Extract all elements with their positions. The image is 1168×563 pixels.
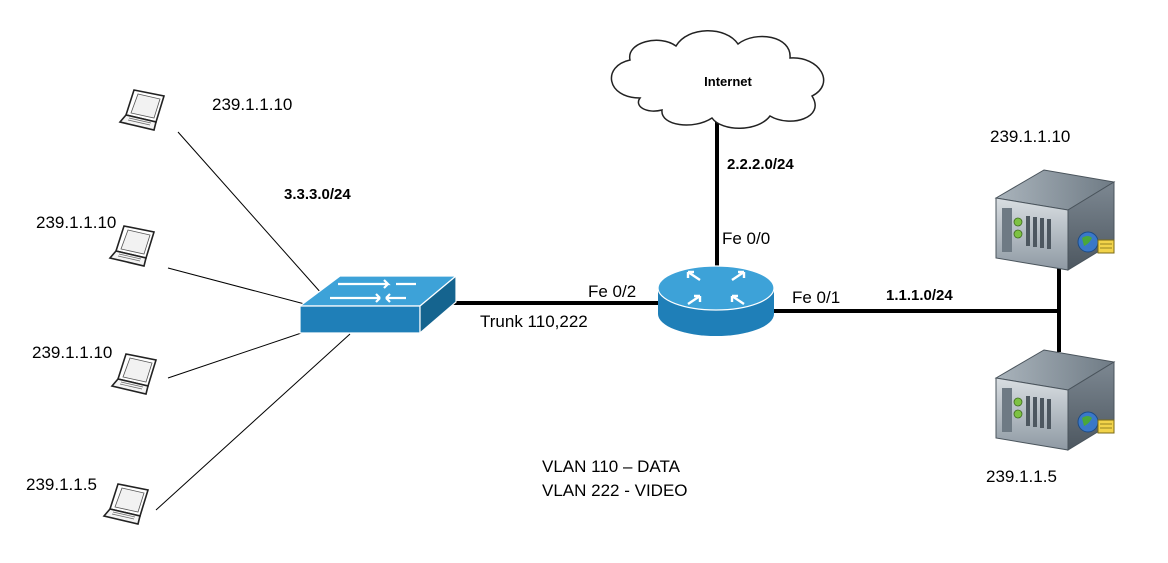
link-laptop-4 [155,333,351,511]
server-ip-label: 239.1.1.10 [990,127,1070,146]
vlan-legend-line-1: VLAN 110 – DATA [542,457,681,476]
lan-subnet-label: 3.3.3.0/24 [284,186,351,203]
servers-subnet-label: 1.1.1.0/24 [886,287,953,304]
laptop-ip-label: 239.1.1.10 [32,343,112,362]
laptop-icon [109,225,155,267]
laptop-icon [119,89,165,131]
server-ip-label: 239.1.1.5 [986,467,1057,486]
interface-fe02-label: Fe 0/2 [588,282,636,301]
interface-fe01-label: Fe 0/1 [792,288,840,307]
trunk-label: Trunk 110,222 [480,312,588,331]
internet-label: Internet [704,74,752,89]
link-laptop-2 [167,267,317,308]
vlan-legend-line-2: VLAN 222 - VIDEO [542,481,688,500]
router-icon [657,265,775,336]
laptop-icon [103,483,149,525]
link-laptop-1 [177,131,323,295]
laptop-ip-label: 239.1.1.10 [212,95,292,114]
server-icon [995,169,1115,271]
internet-cloud [610,30,825,129]
interface-fe00-label: Fe 0/0 [722,229,770,248]
laptop-icon [111,353,157,395]
server-icon [995,349,1115,451]
laptop-ip-label: 239.1.1.10 [36,213,116,232]
switch-icon [298,274,458,335]
internet-subnet-label: 2.2.2.0/24 [727,156,794,173]
laptop-ip-label: 239.1.1.5 [26,475,97,494]
